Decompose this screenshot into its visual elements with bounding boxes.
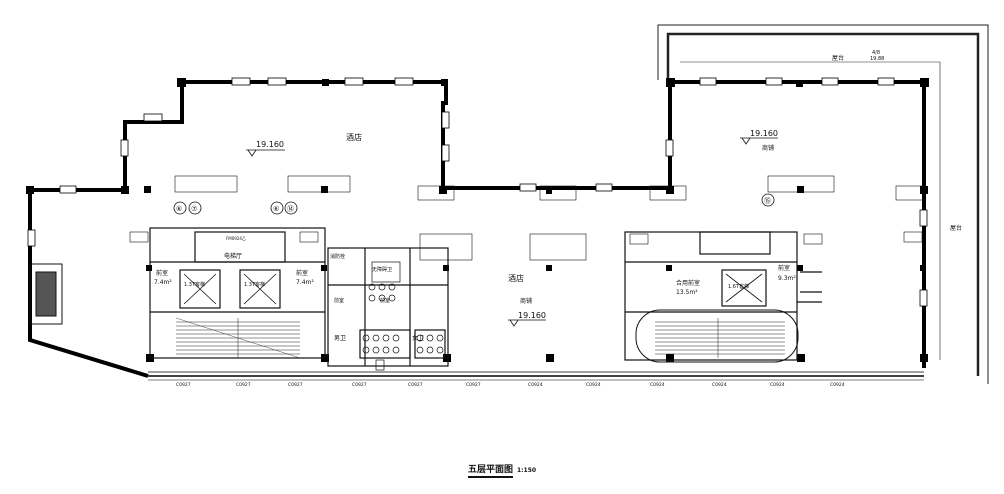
shop-label-top-right: 商铺 bbox=[762, 144, 774, 152]
window-tag: C0924 bbox=[586, 382, 601, 388]
hotel-label-mid: 酒店 bbox=[508, 273, 524, 283]
window-tags: C0927 C0927 C0927 C0927 C0927 C0927 C0924 C0924… bbox=[176, 382, 845, 388]
level-label-top-right: 19.160 bbox=[750, 129, 778, 138]
elevator-3-label: 1.6T客梯 bbox=[728, 283, 749, 290]
window-tag: C0927 bbox=[288, 382, 303, 388]
axis-label-a: ⑥ bbox=[176, 205, 182, 213]
left-corner-shaft bbox=[29, 263, 63, 325]
window-tag: C0927 bbox=[466, 382, 481, 388]
roof-terrace-outline bbox=[657, 24, 989, 384]
interior-walls bbox=[149, 227, 822, 367]
mens-wc-label: 男卫 bbox=[334, 335, 346, 342]
elevator-1-label: 1.3T客梯 bbox=[184, 281, 205, 288]
level-label-mid: 19.160 bbox=[518, 311, 546, 320]
window-tag: C0924 bbox=[528, 382, 543, 388]
vent-grilles bbox=[129, 175, 925, 261]
shared-anteroom-area: 13.5m² bbox=[676, 289, 698, 296]
drawing-scale: 1:150 bbox=[516, 467, 537, 474]
stair-treads bbox=[175, 309, 799, 363]
shared-anteroom-label: 合用前室 bbox=[676, 279, 700, 287]
window-marks bbox=[27, 77, 928, 307]
door-label: FM0924乙 bbox=[226, 235, 246, 241]
elevator-2-label: 1.3T客梯 bbox=[244, 281, 265, 288]
stair-anteroom-left-a: 前室 bbox=[156, 269, 168, 277]
terrace-label-top: 屋台 bbox=[832, 54, 844, 62]
elevator-hall-label: 电梯厅 bbox=[224, 252, 242, 260]
axis-label-d: ⑭ bbox=[287, 205, 294, 213]
terrace-level-b: 19.88 bbox=[870, 56, 884, 62]
window-tag: C0924 bbox=[770, 382, 785, 388]
window-tag: C0927 bbox=[352, 382, 367, 388]
hotel-label-top: 酒店 bbox=[346, 132, 362, 142]
window-tag: C0927 bbox=[176, 382, 191, 388]
stair-area-left-a: 7.4m² bbox=[154, 279, 172, 286]
stair-area-left-b: 7.4m² bbox=[296, 279, 314, 286]
window-tag: C0927 bbox=[408, 382, 423, 388]
anteroom-right-area: 9.3m² bbox=[778, 275, 796, 282]
axis-label-b: ⑦ bbox=[191, 205, 197, 213]
axis-label-c: ⑥ bbox=[273, 205, 279, 213]
front-room-b-label: 前室 bbox=[380, 297, 390, 304]
toilet-fixtures bbox=[362, 261, 444, 371]
front-room-a-label: 前室 bbox=[334, 297, 344, 304]
window-tag: C0924 bbox=[830, 382, 845, 388]
elevator-cabins bbox=[183, 273, 763, 305]
axis-bubbles bbox=[173, 193, 775, 215]
drawing-title: 五层平面图 bbox=[467, 462, 513, 478]
shop-label-mid: 商铺 bbox=[520, 297, 532, 305]
window-tag: C0924 bbox=[712, 382, 727, 388]
terrace-label-right: 屋台 bbox=[950, 224, 962, 232]
fire-hydrant-label: 消防栓 bbox=[330, 253, 345, 260]
level-markers bbox=[246, 137, 778, 327]
terrace-level-a: 4/8 bbox=[872, 50, 880, 56]
accessible-wc-label: 无障碍卫 bbox=[372, 266, 392, 273]
level-label-top-left: 19.160 bbox=[256, 140, 284, 149]
womens-wc-label: 女卫 bbox=[412, 334, 424, 342]
window-tag: C0924 bbox=[650, 382, 665, 388]
axis-label-e: ⑮ bbox=[764, 197, 771, 205]
anteroom-right-label: 前室 bbox=[778, 264, 790, 272]
exterior-walls bbox=[28, 80, 926, 381]
stair-anteroom-left-b: 前室 bbox=[296, 269, 308, 277]
window-tag: C0927 bbox=[236, 382, 251, 388]
